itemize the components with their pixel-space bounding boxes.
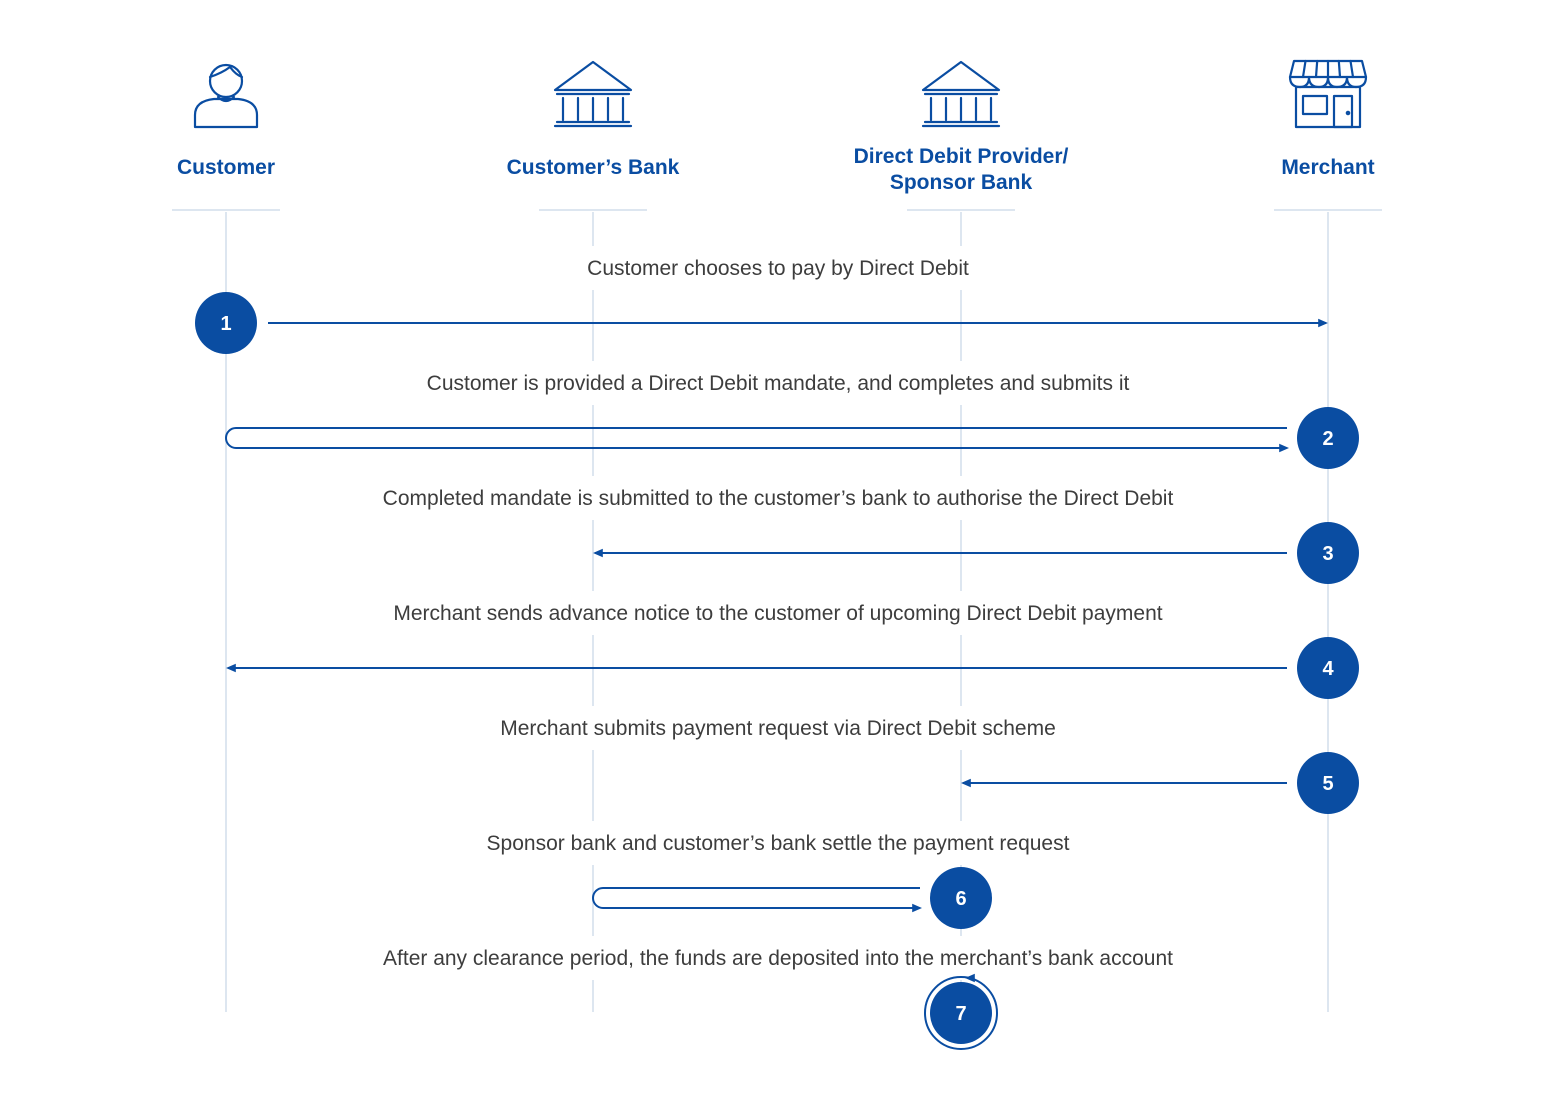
step-badge: 6: [930, 867, 992, 929]
badge-circle: [1297, 637, 1359, 699]
step-2: Customer is provided a Direct Debit mand…: [225, 372, 1359, 469]
arrowhead: [226, 663, 236, 673]
arrowhead: [1279, 443, 1289, 453]
step-5: Merchant submits payment request via Dir…: [500, 717, 1359, 814]
steps: Customer chooses to pay by Direct Debit 1…: [195, 257, 1359, 1050]
badge-circle: [930, 867, 992, 929]
step-badge: 4: [1297, 637, 1359, 699]
arrowhead: [1318, 318, 1328, 328]
step-badge: 3: [1297, 522, 1359, 584]
badge-circle: [195, 292, 257, 354]
actor-label: Customer’s Bank: [507, 156, 680, 179]
actor-label: Customer: [177, 156, 275, 179]
step-badge: 2: [1297, 407, 1359, 469]
actor-customer: Customer: [177, 63, 275, 179]
actor-label: Merchant: [1281, 156, 1374, 179]
badge-circle: [1297, 522, 1359, 584]
step-number: 1: [220, 313, 231, 335]
step-description: Customer is provided a Direct Debit mand…: [427, 372, 1130, 395]
self-loop-ring: [924, 976, 998, 1050]
step-description: Merchant submits payment request via Dir…: [500, 717, 1056, 740]
bank-icon: [553, 60, 633, 128]
step-badge: 1: [195, 292, 257, 354]
step-description: Customer chooses to pay by Direct Debit: [587, 257, 969, 280]
storefront-icon: [1288, 59, 1368, 129]
badge-circle: [1297, 752, 1359, 814]
arrowhead: [961, 778, 971, 788]
step-1: Customer chooses to pay by Direct Debit 1: [195, 257, 1328, 354]
step-3: Completed mandate is submitted to the cu…: [383, 487, 1359, 584]
step-description: Sponsor bank and customer’s bank settle …: [487, 832, 1070, 855]
person-icon: [193, 63, 259, 129]
badge-circle: [930, 982, 992, 1044]
round-trip-arrow: [225, 427, 1287, 449]
step-badge: 5: [1297, 752, 1359, 814]
step-number: 3: [1322, 543, 1333, 565]
bank-icon: [921, 60, 1001, 128]
badge-circle: [1297, 407, 1359, 469]
step-number: 6: [955, 888, 966, 910]
step-7: After any clearance period, the funds ar…: [383, 947, 1173, 1050]
step-number: 2: [1322, 428, 1333, 450]
round-trip-arrow: [592, 887, 920, 909]
actor-merchant: Merchant: [1281, 59, 1375, 179]
arrowhead: [593, 548, 603, 558]
actor-label: Direct Debit Provider/: [854, 145, 1069, 168]
step-number: 4: [1322, 658, 1334, 680]
step-badge: 7: [924, 976, 998, 1050]
step-description: Merchant sends advance notice to the cus…: [393, 602, 1162, 625]
arrowhead: [912, 903, 922, 913]
actor-customers-bank: Customer’s Bank: [507, 60, 680, 179]
step-number: 5: [1322, 773, 1333, 795]
step-description: After any clearance period, the funds ar…: [383, 947, 1173, 970]
step-6: Sponsor bank and customer’s bank settle …: [487, 832, 1070, 929]
step-description: Completed mandate is submitted to the cu…: [383, 487, 1174, 510]
step-number: 7: [955, 1003, 966, 1025]
arrowhead: [965, 973, 975, 983]
step-4: Merchant sends advance notice to the cus…: [226, 602, 1359, 699]
actors: Customer Customer’s Bank Direct Debit Prov…: [177, 59, 1375, 194]
actor-provider: Direct Debit Provider/Sponsor Bank: [854, 60, 1069, 194]
actor-label: Sponsor Bank: [890, 171, 1033, 194]
